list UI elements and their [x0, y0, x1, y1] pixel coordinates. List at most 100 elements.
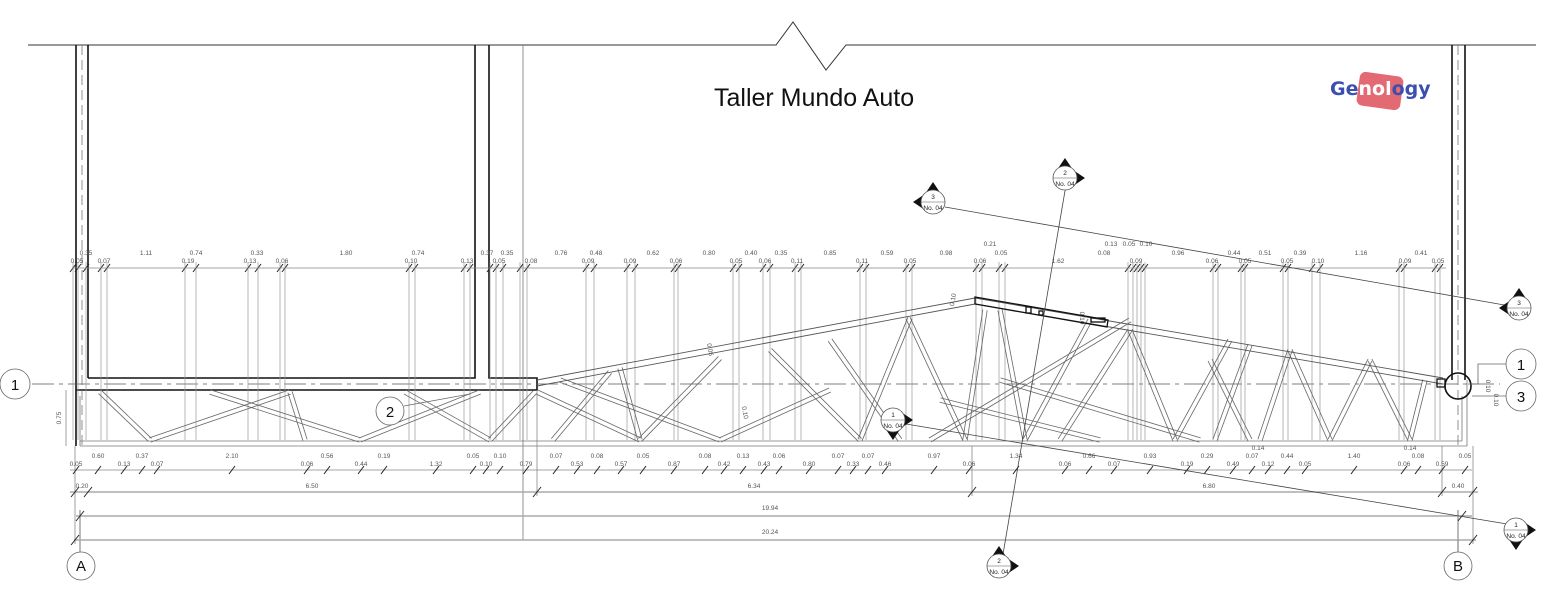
truss-member [291, 391, 308, 440]
dimension-tick [72, 465, 80, 475]
bottom-dimension-label: 0.66 [1083, 453, 1096, 460]
dimension-tick [532, 486, 542, 498]
section-number: 1 [1514, 522, 1518, 529]
dimension-tick [70, 486, 80, 498]
top-dimension-label: 0.40 [745, 250, 758, 257]
segment-dimension-label: 6.80 [1203, 483, 1216, 490]
dimension-tick [357, 465, 365, 475]
logo-letter: g [1404, 78, 1419, 100]
logo-letter: e [1345, 78, 1359, 100]
break-line [28, 21, 1536, 71]
truss-member [999, 381, 1200, 443]
dimension-tick [617, 465, 625, 475]
top-dimension-label: 0.05 [493, 258, 506, 265]
section-marker[interactable]: 2No. 04 [1052, 158, 1085, 191]
bottom-dimension-label: 0.87 [668, 461, 681, 468]
section-marker[interactable]: 3No. 04 [913, 182, 946, 215]
segment-dimension-labels: 0.20 6.50 6.34 6.80 0.40 19.94 20.24 [76, 483, 1465, 536]
top-dimension-label: 0.08 [1098, 250, 1111, 257]
top-dimension-label: 0.19 [182, 258, 195, 265]
grid-bubble-1-right[interactable]: 1 [1468, 348, 1537, 385]
truss-member [554, 373, 612, 442]
dimension-tick [1146, 465, 1154, 475]
section-arrow-icon [926, 182, 940, 193]
truss-member [720, 391, 832, 443]
bottom-dimension-label: 0.06 [963, 461, 976, 468]
truss-member [638, 356, 719, 439]
truss-member [403, 393, 490, 443]
section-number: 3 [931, 194, 935, 201]
bottom-dimension-label: 0.49 [1227, 461, 1240, 468]
bottom-dimension-label: 0.43 [758, 461, 771, 468]
section-number: 2 [997, 558, 1001, 565]
truss-member [1261, 350, 1293, 441]
section-marker[interactable]: 3No. 04 [1499, 288, 1532, 321]
section-marker[interactable]: 2No. 04 [986, 546, 1019, 579]
dimension-tick [1110, 465, 1118, 475]
dimension-tick [1301, 465, 1309, 475]
dimension-tick [153, 465, 161, 475]
top-dimension-label: 1.16 [1355, 250, 1368, 257]
truss-dimension-label: 0.10 [949, 293, 958, 307]
truss-member [488, 390, 534, 439]
section-number: 2 [1063, 170, 1067, 177]
truss-member [1411, 380, 1428, 441]
grid-bubble-A[interactable]: A [66, 551, 96, 581]
dimension-tick [639, 465, 647, 475]
top-dimension-label: 1.62 [1052, 258, 1065, 265]
truss-member [1367, 360, 1409, 442]
truss-member [287, 392, 304, 441]
top-dimension-label: 0.10 [1312, 258, 1325, 265]
bottom-dimension-label: 0.07 [862, 453, 875, 460]
dimension-tick [552, 465, 560, 475]
truss-member [1127, 330, 1174, 441]
dimension-tick [228, 465, 236, 475]
top-dimension-label: 0.35 [775, 250, 788, 257]
section-marker[interactable]: 1No. 04 [1503, 517, 1536, 550]
bottom-dimension-label: 0.33 [847, 461, 860, 468]
bottom-dimension-label: 0.07 [151, 461, 164, 468]
dimension-tick [380, 465, 388, 475]
top-dimension-label: 0.06 [670, 258, 683, 265]
grid-bubble-B[interactable]: B [1443, 540, 1473, 581]
truss-member [1026, 320, 1093, 442]
bottom-dimension-label: 0.56 [321, 453, 334, 460]
truss-member [1057, 328, 1129, 440]
bottom-dimension-label: 0.80 [803, 461, 816, 468]
grid-bubble-3-right[interactable]: 3 [1472, 380, 1537, 412]
side-dimension-label: 0.75 [56, 411, 63, 424]
section-cut-lines [905, 184, 1511, 561]
truss-dimension-label: 0.05 [705, 343, 714, 357]
bottom-dimension-lines [70, 390, 1478, 544]
bottom-dimension-label: 0.07 [1246, 453, 1259, 460]
truss-member [768, 351, 859, 442]
dimension-tick [496, 465, 504, 475]
segment-dimension-label: 6.34 [748, 483, 761, 490]
bottom-dimension-label: 0.44 [1281, 453, 1294, 460]
truss-member [1022, 318, 1089, 440]
top-dimension-label: 0.09 [624, 258, 637, 265]
dimension-tick [1350, 465, 1358, 475]
truss-member [210, 389, 361, 439]
truss-member [559, 381, 720, 443]
truss-member [1211, 358, 1253, 440]
truss-member [1061, 330, 1133, 442]
detail-tag-2[interactable]: 2 [375, 393, 471, 426]
grid-bubble-1-left[interactable]: 1 [0, 368, 31, 400]
bottom-dimension-label: 0.57 [615, 461, 628, 468]
truss-member [360, 393, 481, 443]
top-dimension-label: 0.39 [1294, 250, 1307, 257]
truss-member [939, 401, 1100, 443]
truss-member [857, 317, 909, 440]
top-dimension-label: 0.44 [1228, 250, 1241, 257]
dimension-tick [670, 465, 678, 475]
bottom-dimension-label: 0.10 [494, 453, 507, 460]
section-marker[interactable]: 1No. 04 [880, 407, 913, 440]
dimension-tick [432, 465, 440, 475]
truss-member [966, 310, 988, 441]
truss-member [861, 318, 913, 441]
top-dimension-label: 0.33 [251, 250, 264, 257]
bottom-dimension-label: 0.53 [571, 461, 584, 468]
bottom-dimension-label: 0.19 [378, 453, 391, 460]
truss-member [1001, 309, 1028, 440]
